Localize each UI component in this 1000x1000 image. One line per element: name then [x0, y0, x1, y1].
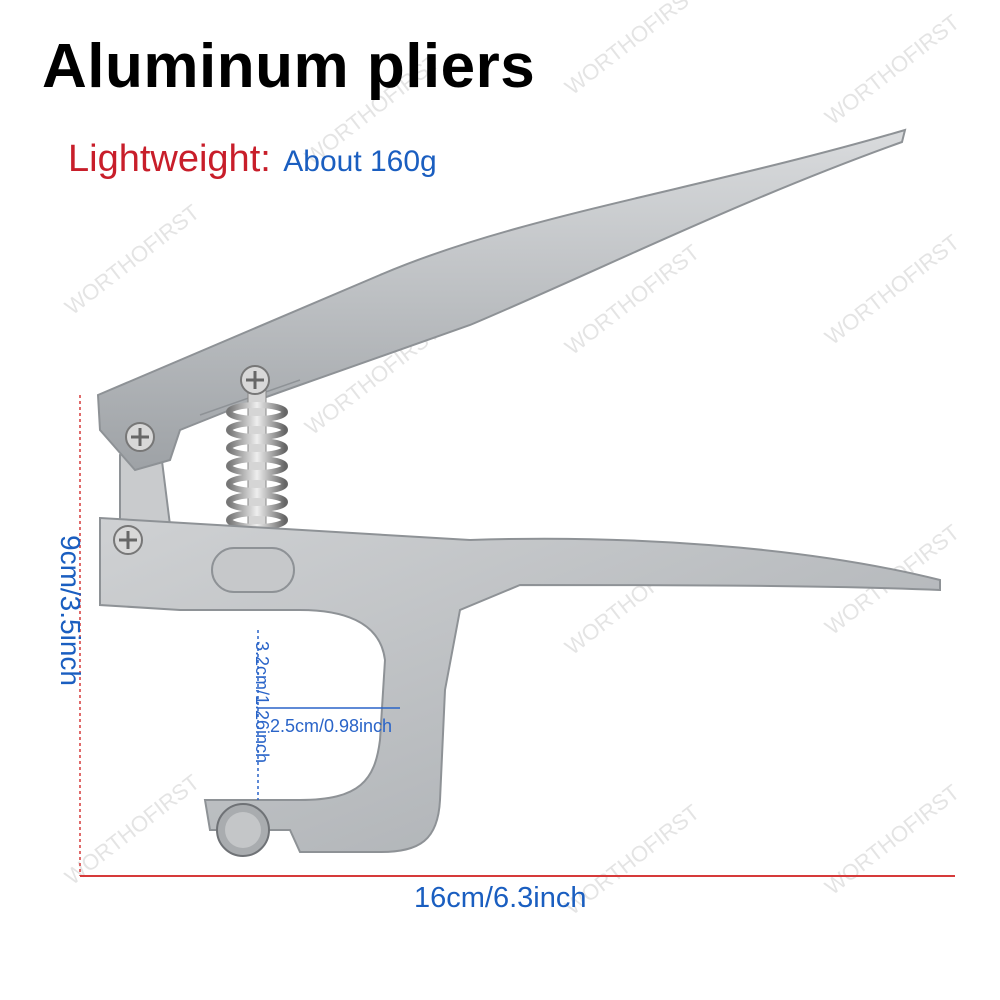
width-dimension: 16cm/6.3inch: [414, 882, 587, 914]
screw-top: [240, 365, 270, 395]
lower-body: [99, 516, 941, 853]
weight-feature: Lightweight: About 160g: [68, 140, 437, 178]
upper-handle: [96, 128, 907, 472]
gap-dimension: 2.5cm/0.98inch: [270, 716, 393, 736]
depth-dimension: 3.2cm/1.26inch: [252, 641, 272, 764]
feature-label: Lightweight:: [68, 138, 271, 180]
spring: [226, 402, 288, 530]
screw-lower-left: [113, 525, 143, 555]
screw-upper-left: [125, 422, 155, 452]
body-slot: [211, 547, 295, 593]
page-title: Aluminum pliers: [42, 32, 536, 101]
height-dimension: 9cm/3.5inch: [55, 535, 86, 686]
feature-value: About 160g: [283, 145, 437, 178]
